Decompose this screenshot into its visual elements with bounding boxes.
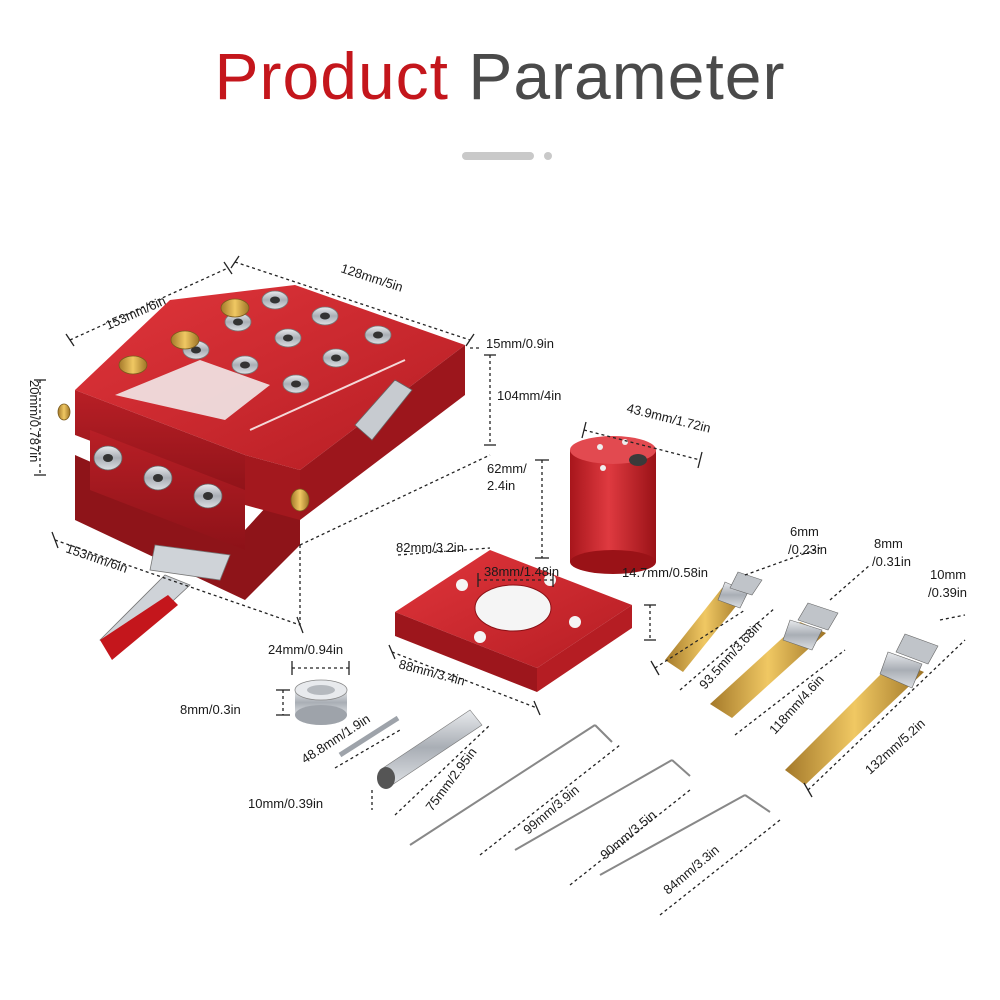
stop-collar xyxy=(276,661,350,725)
jig-brass-knobs xyxy=(57,298,310,512)
label-bit8-name-2: /0.31in xyxy=(872,554,911,569)
label-template-thickness: 14.7mm/0.58in xyxy=(622,565,708,580)
jig-right-face xyxy=(300,345,465,520)
label-sleeve-diameter: 10mm/0.39in xyxy=(248,796,323,811)
hinge-template-plate xyxy=(388,547,656,716)
label-jig-base-depth: 153mm/6in xyxy=(64,541,130,576)
jig-bushing-holes xyxy=(191,296,383,388)
drill-bit-10mm xyxy=(785,614,966,798)
label-bit10-name-2: /0.39in xyxy=(928,585,967,600)
divider-dot xyxy=(544,152,552,160)
label-rod2-length: 90mm/3.5in xyxy=(597,807,659,862)
label-bit6-name-1: 6mm xyxy=(790,524,819,539)
label-bit10-length: 132mm/5.2in xyxy=(862,716,928,777)
drill-sleeve xyxy=(371,709,491,816)
label-bit10-name-1: 10mm xyxy=(930,567,966,582)
jig-lower-block xyxy=(90,430,245,550)
label-cylinder-height-1: 62mm/ xyxy=(487,461,527,476)
jig-front-face xyxy=(75,390,245,500)
jig-corner-face xyxy=(245,455,300,520)
label-bit6-name-2: /0.23in xyxy=(788,542,827,557)
label-cylinder-diameter: 43.9mm/1.72in xyxy=(625,400,712,435)
label-jig-height: 20mm/0.787in xyxy=(27,380,42,462)
divider-bar xyxy=(462,152,534,160)
label-bit8-name-1: 8mm xyxy=(874,536,903,551)
label-template-width: 88mm/3.4in xyxy=(397,656,466,688)
toggle-clamp xyxy=(99,544,231,660)
jig-stop-arm xyxy=(354,379,413,441)
label-jig-thickness: 15mm/0.9in xyxy=(486,336,554,351)
title-word-product: Product xyxy=(214,39,449,113)
label-collar-height: 8mm/0.3in xyxy=(180,702,241,717)
label-jig-length: 128mm/5in xyxy=(339,261,405,295)
jig-ruler xyxy=(249,359,406,431)
label-cylinder-height-2: 2.4in xyxy=(487,478,515,493)
title-word-parameter: Parameter xyxy=(468,39,786,113)
hex-key xyxy=(334,715,401,769)
drill-bit-8mm xyxy=(710,564,871,736)
label-template-hole: 38mm/1.48in xyxy=(484,564,559,579)
label-rod3-length: 84mm/3.3in xyxy=(660,842,722,897)
doweling-jig xyxy=(34,255,496,660)
page-title: Product Parameter xyxy=(0,38,1000,114)
drill-bit-6mm xyxy=(650,547,821,691)
jig-window xyxy=(115,360,270,420)
label-collar-diameter: 24mm/0.94in xyxy=(268,642,343,657)
dowel-rods xyxy=(409,724,781,916)
red-cylinder xyxy=(535,421,703,574)
label-jig-width: 104mm/4in xyxy=(497,388,561,403)
label-template-length: 82mm/3.2in xyxy=(396,540,464,555)
